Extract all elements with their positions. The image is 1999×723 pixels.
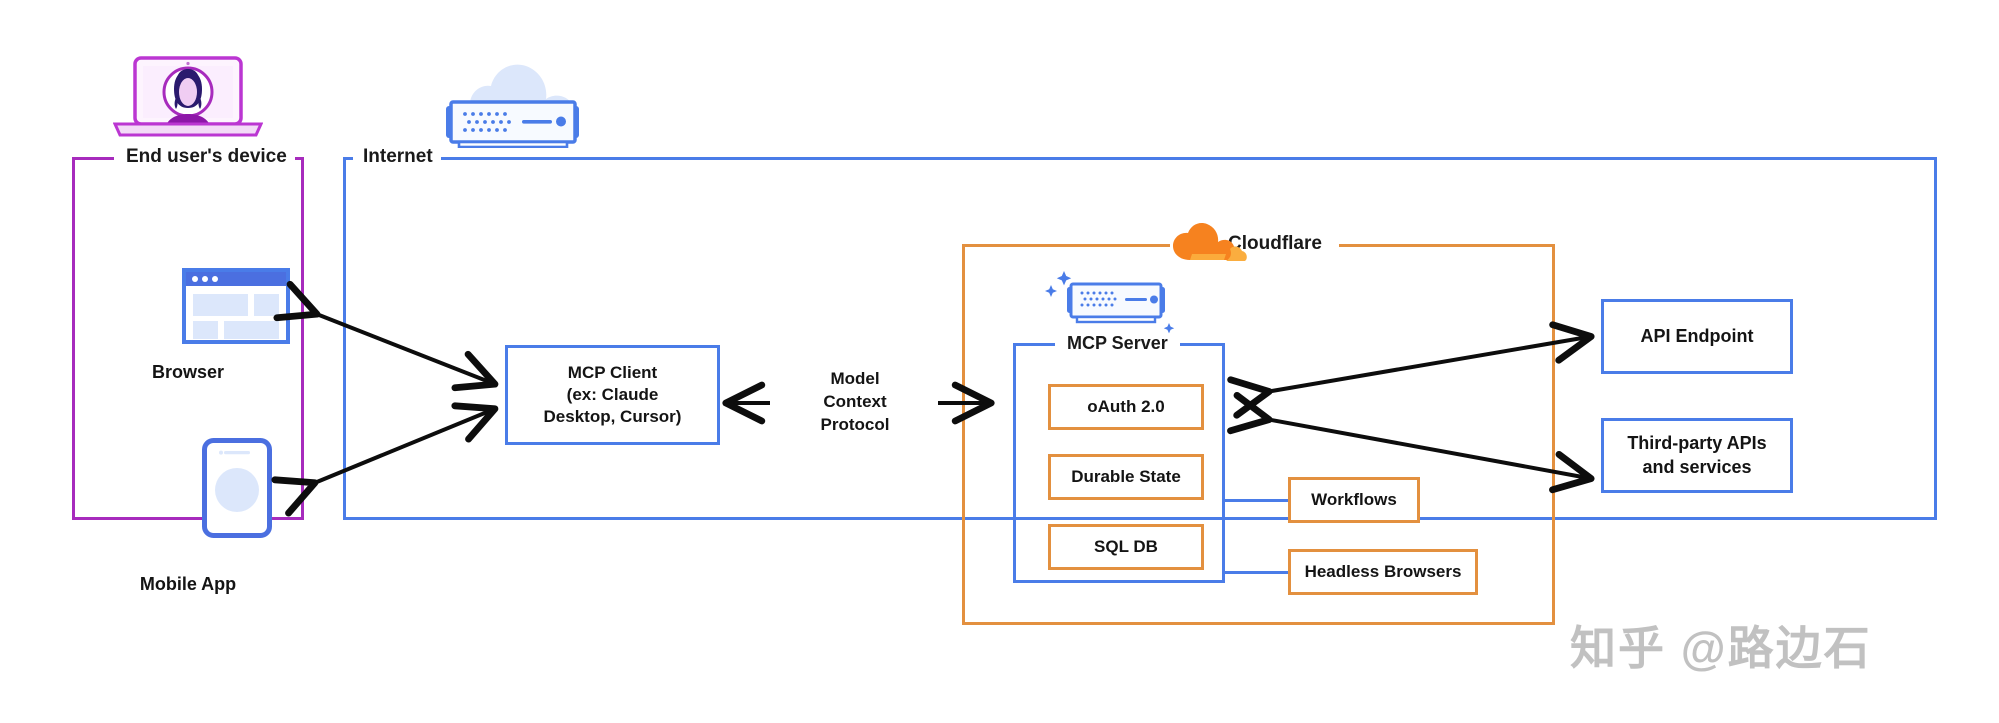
internet-border-top-left <box>343 157 353 160</box>
protocol-line-2: Context <box>823 391 887 411</box>
watermark: 知乎 @路边石 <box>1570 622 1872 674</box>
node-headless-browsers[interactable]: Headless Browsers <box>1288 549 1478 595</box>
sql-db-label: SQL DB <box>1094 536 1158 556</box>
internet-border-right <box>1934 157 1937 520</box>
zone-cloudflare: Cloudflare <box>962 234 1555 625</box>
zone-title-end-user-device: End user's device <box>118 147 295 167</box>
node-workflows[interactable]: Workflows <box>1288 477 1420 523</box>
cloudflare-cloud-logo <box>1173 223 1247 261</box>
third-party-line-2: and services <box>1642 456 1752 477</box>
zone-border-left <box>72 157 75 520</box>
zone-title-internet: Internet <box>355 147 441 167</box>
headless-browsers-label: Headless Browsers <box>1304 561 1462 581</box>
connector-workflows <box>1222 499 1290 502</box>
node-api-endpoint[interactable]: API Endpoint <box>1601 299 1793 374</box>
internet-border-top-right <box>432 157 1937 160</box>
browser-label: Browser <box>151 362 225 382</box>
zone-border-top-left <box>72 157 114 160</box>
mcp-client-line-1: MCP Client <box>567 362 658 382</box>
cloud-server-icon <box>446 64 579 148</box>
mcp-server-border-top-left <box>1013 343 1055 346</box>
durable-state-label: Durable State <box>1071 466 1181 486</box>
zone-title-mcp-server: MCP Server <box>1059 333 1176 353</box>
api-endpoint-label: API Endpoint <box>1640 325 1754 346</box>
mcp-client-line-3: Desktop, Cursor) <box>543 407 682 427</box>
mcp-server-border-top-right <box>1180 343 1225 346</box>
internet-border-left <box>343 157 346 520</box>
mcp-server-border-right <box>1222 343 1225 583</box>
protocol-line-1: Model <box>830 369 880 388</box>
node-third-party-apis[interactable]: Third-party APIs and services <box>1601 418 1793 493</box>
cloudflare-border-top-left <box>962 244 1170 247</box>
cloudflare-border-right <box>1552 244 1555 625</box>
node-oauth[interactable]: oAuth 2.0 <box>1048 384 1204 430</box>
workflows-label: Workflows <box>1311 489 1397 509</box>
node-sql-db[interactable]: SQL DB <box>1048 524 1204 570</box>
cloudflare-border-bottom <box>962 622 1555 625</box>
cloudflare-border-top-right <box>1339 244 1555 247</box>
model-context-protocol-label: Model Context Protocol <box>775 368 935 437</box>
connector-headless-browsers <box>1222 571 1290 574</box>
zone-border-bottom <box>72 517 304 520</box>
zone-border-right <box>301 157 304 520</box>
mobile-app-label: Mobile App <box>139 574 237 594</box>
protocol-line-3: Protocol <box>820 414 890 434</box>
node-mcp-client[interactable]: MCP Client (ex: Claude Desktop, Cursor) <box>505 345 720 445</box>
internet-border-bottom <box>343 517 1937 520</box>
browser-window-icon <box>182 268 290 344</box>
mcp-server-border-bottom <box>1013 580 1225 583</box>
mobile-phone-icon <box>202 438 272 538</box>
mcp-server-border-left <box>1013 343 1016 583</box>
cloudflare-border-left <box>962 244 965 625</box>
user-on-laptop-icon <box>113 56 263 137</box>
mcp-client-line-2: (ex: Claude <box>566 384 659 404</box>
node-durable-state[interactable]: Durable State <box>1048 454 1204 500</box>
third-party-line-1: Third-party APIs <box>1627 433 1767 454</box>
oauth-label: oAuth 2.0 <box>1087 396 1165 416</box>
server-sparkle-icon <box>1045 271 1175 334</box>
zone-mcp-server: MCP Server <box>1013 333 1225 583</box>
zone-title-cloudflare: Cloudflare <box>1220 234 1330 254</box>
